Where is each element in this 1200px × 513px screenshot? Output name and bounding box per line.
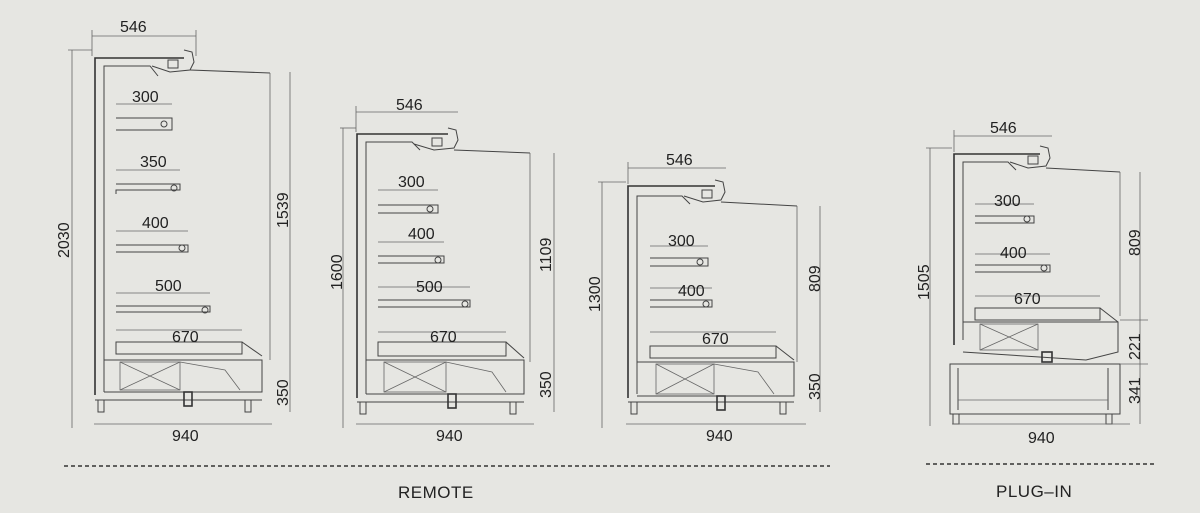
- cabinet-outline: [94, 49, 271, 413]
- depth-label: 940: [1028, 430, 1055, 447]
- deck-label: 670: [1014, 291, 1041, 308]
- dimensions: 546 1600 1109 350 940 300 400 500 670: [329, 97, 555, 445]
- shelf-3-label: 400: [142, 215, 169, 232]
- shelf-2-label: 400: [1000, 245, 1027, 262]
- cabinet-outline: [627, 179, 798, 415]
- dimensions: 546 1300 809 350 940 300 400 670: [587, 152, 824, 445]
- top-width-label: 546: [396, 97, 423, 114]
- shelf-4-label: 500: [155, 278, 182, 295]
- shelf-1-label: 300: [994, 193, 1021, 210]
- inner-height-label: 809: [807, 265, 824, 292]
- shelf-1-label: 300: [132, 89, 159, 106]
- base-height-label: 221: [1127, 333, 1144, 360]
- deck-label: 670: [702, 331, 729, 348]
- height-label: 1600: [329, 254, 346, 290]
- inner-height-label: 809: [1127, 229, 1144, 256]
- top-width-label: 546: [120, 19, 147, 36]
- base-height-label: 350: [275, 379, 292, 406]
- deck-label: 670: [430, 329, 457, 346]
- dimensions: 546 1505 809 221 341 940 300 400 670: [916, 120, 1148, 447]
- shelf-2-label: 400: [408, 226, 435, 243]
- depth-label: 940: [706, 428, 733, 445]
- height-label: 1300: [587, 276, 604, 312]
- cabinet-outline: [949, 145, 1121, 425]
- unit-1505-plugin: 546 1505 809 221 341 940 300 400 670: [916, 120, 1148, 447]
- remote-label: REMOTE: [398, 483, 474, 502]
- height-label: 1505: [916, 264, 933, 300]
- unit-1300: 546 1300 809 350 940 300 400 670: [587, 152, 824, 445]
- inner-height-label: 1109: [538, 237, 555, 272]
- shelf-1-label: 300: [398, 174, 425, 191]
- top-width-label: 546: [666, 152, 693, 169]
- unit-2030: 546 2030 1539 350 940 300 350 400 500 67…: [56, 19, 292, 445]
- plugin-label: PLUG–IN: [996, 482, 1072, 501]
- base-height-label: 350: [807, 373, 824, 400]
- dimensions: 546 2030 1539 350 940 300 350 400 500 67…: [56, 19, 292, 445]
- base-height-2-label: 341: [1127, 377, 1144, 404]
- deck-label: 670: [172, 329, 199, 346]
- shelf-2-label: 400: [678, 283, 705, 300]
- top-width-label: 546: [990, 120, 1017, 137]
- cabinet-outline: [356, 127, 531, 415]
- base-height-label: 350: [538, 371, 555, 398]
- height-label: 2030: [56, 222, 73, 258]
- shelf-2-label: 350: [140, 154, 167, 171]
- depth-label: 940: [172, 428, 199, 445]
- unit-1600: 546 1600 1109 350 940 300 400 500 670: [329, 97, 555, 445]
- shelf-3-label: 500: [416, 279, 443, 296]
- shelf-1-label: 300: [668, 233, 695, 250]
- depth-label: 940: [436, 428, 463, 445]
- inner-height-label: 1539: [275, 192, 292, 228]
